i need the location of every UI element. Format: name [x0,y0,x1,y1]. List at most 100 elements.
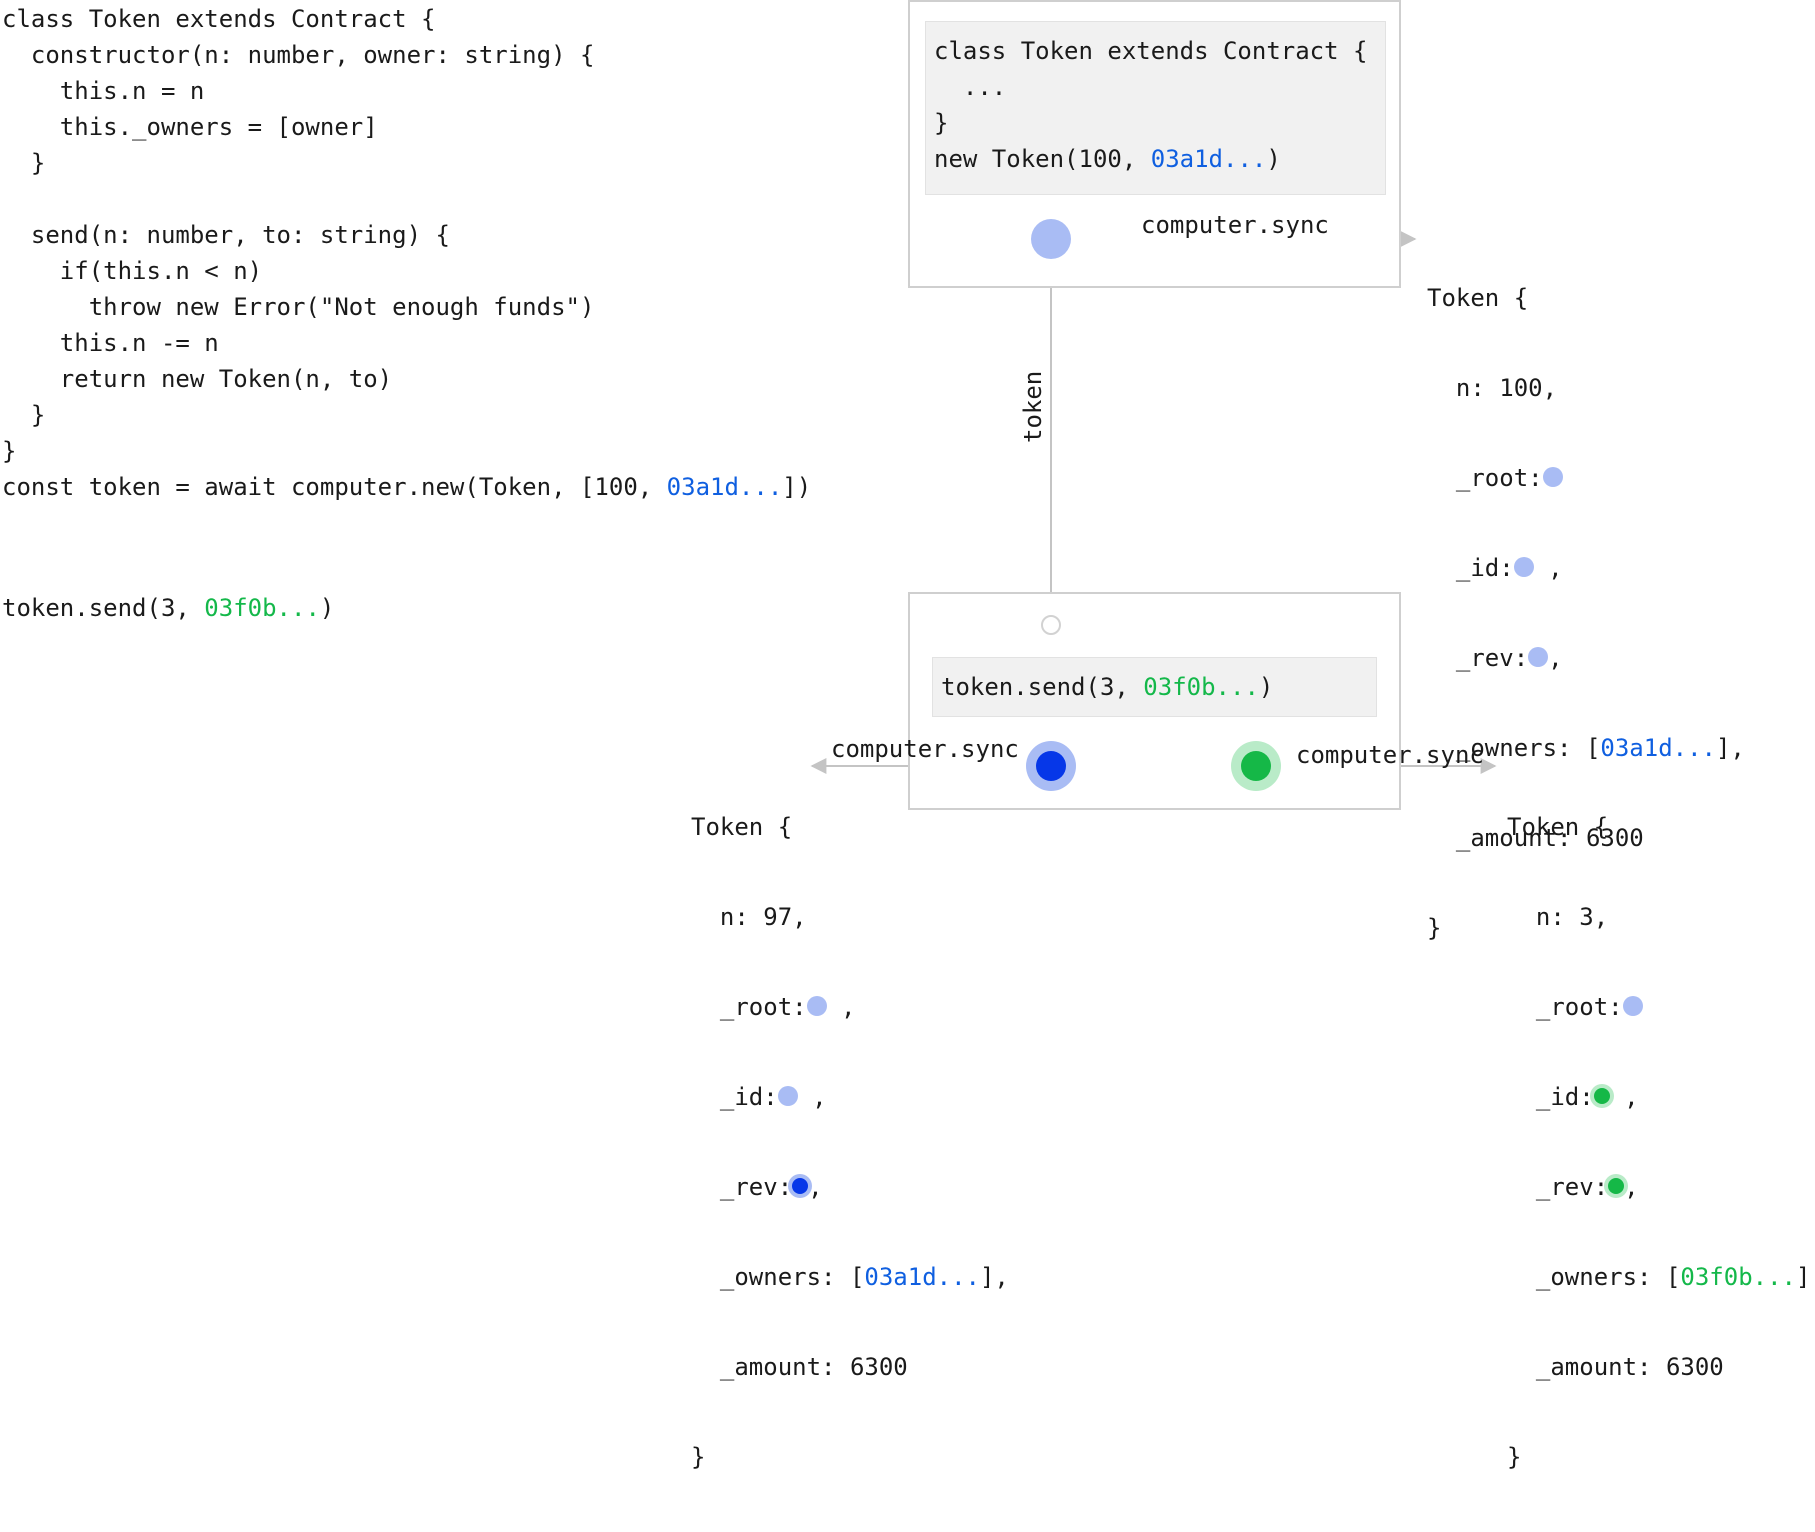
token-initial-rev: _rev:, [1427,643,1745,673]
token-recipient-state: Token { n: 3, _root: _id: , _rev:, _owne… [1507,752,1815,1532]
token-initial-owners-address: 03a1d... [1600,734,1716,762]
token-initial-n: n: 100, [1427,374,1558,402]
token-sender-owners-address: 03a1d... [864,1263,980,1291]
token-initial-owners: _owners: [03a1d...], [1427,733,1745,763]
deploy-code-line: } [934,109,949,137]
token-sender-n: n: 97, [691,903,807,931]
token-recipient-id-suffix: , [1609,1083,1639,1111]
send-output-node-recipient [1241,751,1271,781]
token-sender-id-key: _id: [691,1083,778,1111]
source-code-line: constructor(n: number, owner: string) { [2,41,595,69]
bottom-nodes [1026,615,1281,791]
token-recipient-id: _id: , [1507,1082,1815,1112]
token-sender-owners-key: _owners: [ [691,1263,865,1291]
token-sender-rev: _rev:, [691,1172,1009,1202]
source-code-line: return new Token(n, to) [2,365,393,393]
source-code-line: if(this.n < n) [2,257,263,285]
deploy-new-address: 03a1d... [1150,145,1267,173]
right-sync-label: computer.sync [1296,741,1484,769]
source-code-line: send(n: number, to: string) { [2,221,450,249]
token-sender-amount: _amount: 6300 [691,1353,908,1381]
deploy-line: const token = await computer.new(Token, … [2,469,811,505]
token-recipient-rev-key: _rev: [1507,1173,1609,1201]
token-recipient-amount: _amount: 6300 [1507,1353,1724,1381]
token-initial-owners-key: _owners: [ [1427,734,1601,762]
source-code-line: } [2,149,46,177]
token-sender-id-suffix: , [797,1083,827,1111]
token-recipient-id-key: _id: [1507,1083,1594,1111]
deploy-new-prefix: new Token(100, [934,145,1151,173]
id-dot-icon [1513,557,1534,577]
deploy-code-line: class Token extends Contract { [934,37,1368,65]
send-code: token.send(3, 03f0b...) [941,669,1273,705]
token-initial-state: Token { n: 100, _root: _id: , _rev:, _ow… [1427,223,1745,1003]
token-sender-close: } [691,1443,706,1471]
token-recipient-open: Token { [1507,813,1609,841]
send-call-suffix: ) [319,594,335,622]
rev-dot-icon [792,1178,809,1194]
token-initial-rev-suffix: , [1548,644,1563,672]
token-recipient-owners-suffix: ], [1795,1263,1815,1291]
deploy-code-box: class Token extends Contract { ...} new T… [925,21,1386,195]
left-sync-label: computer.sync [831,735,1019,763]
id-dot-icon [1593,1088,1610,1104]
deploy-code-line: new Token(100, 03a1d...) [934,141,1367,177]
source-code-line: throw new Error("Not enough funds") [2,293,595,321]
root-dot-icon [1622,996,1643,1016]
deploy-new-suffix: ) [1266,145,1281,173]
token-sender-state: Token { n: 97, _root: , _id: , _rev:, _o… [691,752,1009,1532]
send-call-prefix: token.send(3, [2,594,205,622]
token-initial-id-suffix: , [1533,554,1563,582]
token-recipient-rev-suffix: , [1624,1173,1639,1201]
send-code-suffix: ) [1258,673,1274,701]
token-initial-id-key: _id: [1427,554,1514,582]
token-initial-rev-key: _rev: [1427,644,1529,672]
token-initial-owners-suffix: ], [1715,734,1745,762]
deploy-output-node [1031,219,1071,259]
source-code-line: this.n -= n [2,329,219,357]
token-initial-id: _id: , [1427,553,1745,583]
token-sender-root-key: _root: [691,993,807,1021]
deploy-suffix: ]) [782,473,812,501]
token-initial-root-key: _root: [1427,464,1543,492]
send-code-box: token.send(3, 03f0b...) [932,657,1377,717]
rev-dot-icon [1608,1178,1625,1194]
token-recipient-owners-address: 03f0b... [1680,1263,1796,1291]
source-code-line: class Token extends Contract { [2,5,436,33]
token-recipient-rev: _rev:, [1507,1172,1815,1202]
token-recipient-owners: _owners: [03f0b...], [1507,1262,1815,1292]
send-input-node [1041,615,1061,635]
token-initial-root: _root: [1427,463,1745,493]
deploy-prefix: const token = await computer.new(Token, … [2,473,667,501]
token-recipient-n: n: 3, [1507,903,1609,931]
source-code: class Token extends Contract { construct… [2,1,594,469]
source-code-line: this.n = n [2,77,205,105]
token-sender-open: Token { [691,813,793,841]
token-sender-rev-suffix: , [808,1173,823,1201]
send-output-node-sender [1036,751,1066,781]
top-sync-label: computer.sync [1141,211,1329,239]
token-recipient-owners-key: _owners: [ [1507,1263,1681,1291]
diagram-canvas: class Token extends Contract { construct… [2,0,1815,1471]
send-code-address: 03f0b... [1143,673,1259,701]
source-code-line: } [2,437,17,465]
token-sender-id: _id: , [691,1082,1009,1112]
deploy-address: 03a1d... [666,473,783,501]
token-sender-owners-suffix: ], [979,1263,1009,1291]
token-recipient-root: _root: [1507,992,1815,1022]
deploy-code: class Token extends Contract { ...} new T… [934,33,1367,177]
source-code-line: } [2,401,46,429]
token-sender-owners: _owners: [03a1d...], [691,1262,1009,1292]
deploy-code-line: ... [934,73,1007,101]
send-call-line: token.send(3, 03f0b...) [2,590,334,626]
token-recipient-close: } [1507,1443,1522,1471]
nodes [1031,219,1071,259]
token-recipient-root-key: _root: [1507,993,1623,1021]
token-initial-close: } [1427,914,1442,942]
token-initial-open: Token { [1427,284,1529,312]
deploy-transaction-box: class Token extends Contract { ...} new T… [908,0,1401,288]
token-sender-root-suffix: , [826,993,856,1021]
rev-dot-icon [1528,647,1549,667]
token-sender-rev-key: _rev: [691,1173,793,1201]
send-call-address: 03f0b... [204,594,320,622]
